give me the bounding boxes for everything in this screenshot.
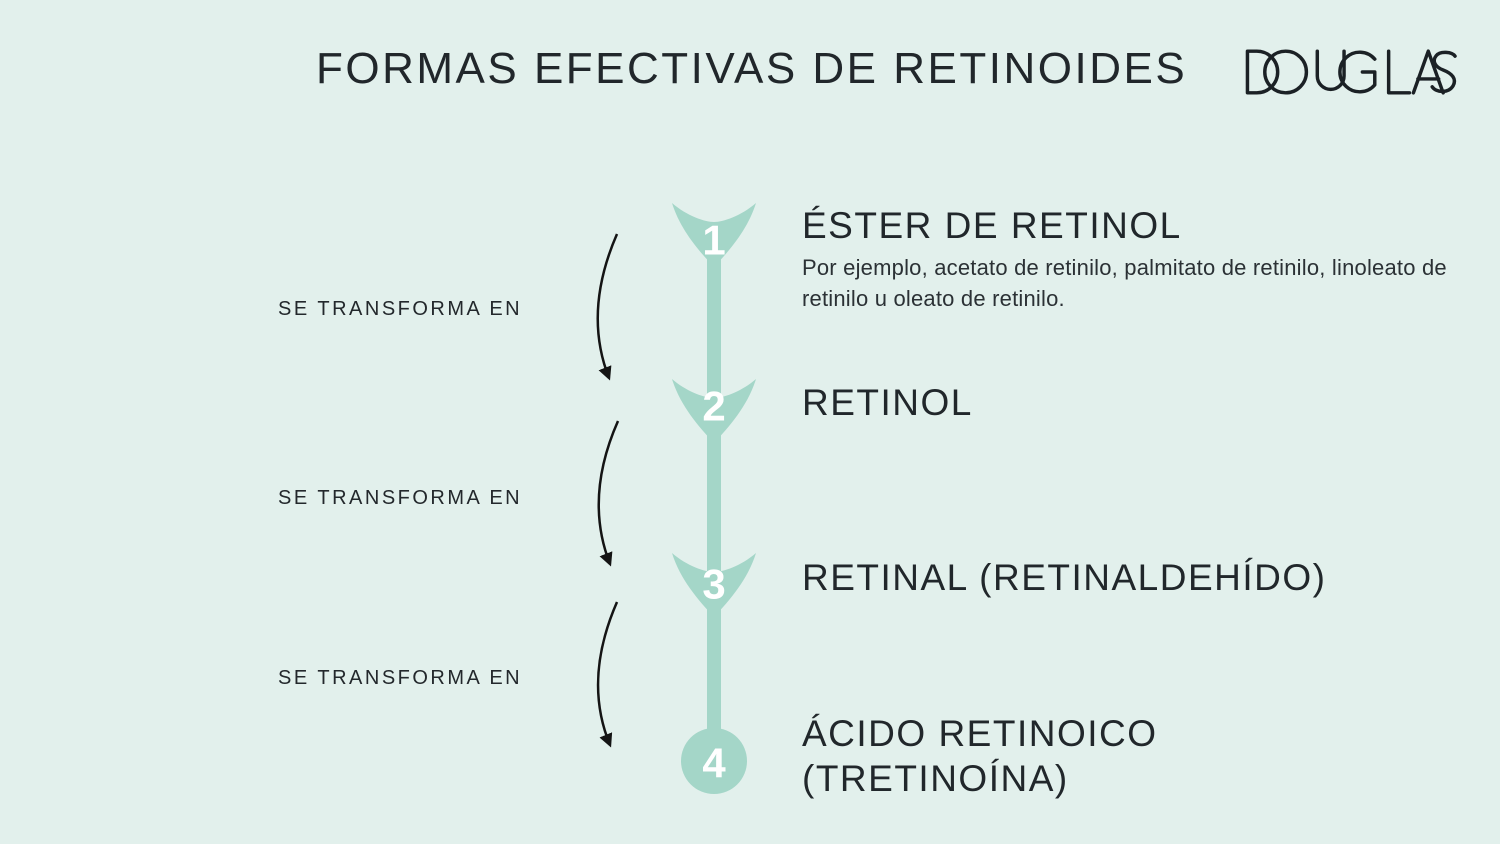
- connector-label-3: SE TRANSFORMA EN: [278, 667, 523, 689]
- step-3-title: RETINAL (RETINALDEHÍDO): [802, 557, 1327, 598]
- douglas-logo-mark: [1245, 49, 1457, 95]
- logo-letter-a: [1411, 49, 1445, 95]
- step-1-arrowhead-down-icon: [672, 203, 756, 267]
- connector-arrow-2-icon: [597, 420, 620, 567]
- step-2-arrowhead-down-icon: [672, 379, 756, 443]
- step-2-title: RETINOL: [802, 382, 973, 423]
- logo-letter-l: [1386, 49, 1412, 95]
- step-4-circle-icon: [681, 728, 747, 794]
- step-4-title: ÁCIDO RETINOICO (TRETINOÍNA): [802, 713, 1158, 800]
- step-4-number: 4: [702, 740, 726, 787]
- step-3-arrowhead-down-icon: [672, 553, 756, 617]
- logo-letter-g: [1338, 50, 1377, 94]
- connector-label-2: SE TRANSFORMA EN: [278, 487, 523, 509]
- logo-letter-o: [1263, 49, 1309, 95]
- step-3-number: 3: [702, 561, 725, 608]
- logo-letter-s: [1430, 50, 1457, 94]
- step-1-number: 1: [702, 217, 725, 264]
- connector-arrow-3-icon: [596, 601, 619, 748]
- step-1-description: Por ejemplo, acetato de retinilo, palmit…: [802, 255, 1447, 311]
- connector-arrow-1-icon: [596, 233, 619, 381]
- page-title: FORMAS EFECTIVAS DE RETINOIDES: [316, 44, 1188, 93]
- step-1-title: ÉSTER DE RETINOL: [802, 205, 1182, 246]
- douglas-logo: DOUGLAS: [1242, 47, 1458, 97]
- step-2-number: 2: [702, 383, 725, 430]
- logo-letter-d: [1245, 49, 1280, 95]
- connector-label-1: SE TRANSFORMA EN: [278, 298, 523, 320]
- logo-letter-u: [1315, 49, 1346, 92]
